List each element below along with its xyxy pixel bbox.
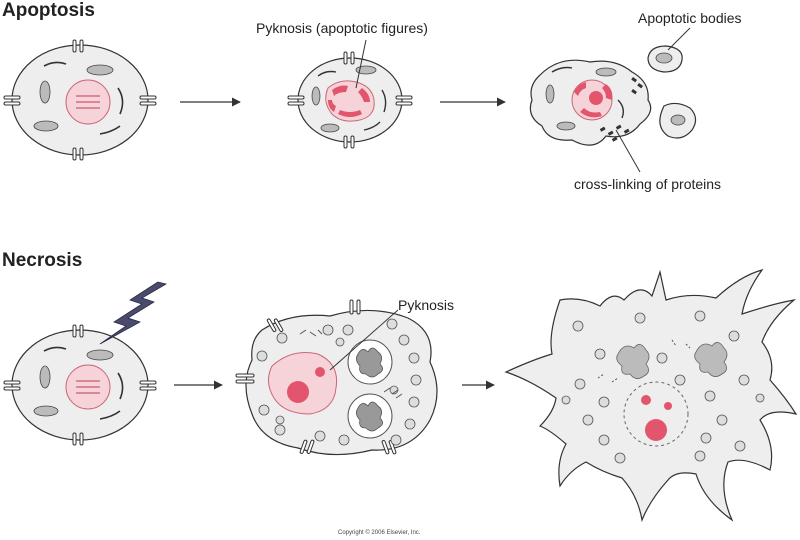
membrane-channel bbox=[72, 324, 84, 338]
leader-pyknosis-apoptotic bbox=[355, 39, 367, 89]
vesicles bbox=[561, 310, 765, 464]
chromatin-clump bbox=[602, 84, 613, 100]
membrane-channel bbox=[3, 95, 21, 106]
chromatin-clump bbox=[338, 110, 362, 117]
heading-apoptosis: Apoptosis bbox=[2, 0, 95, 21]
membrane-channel bbox=[395, 95, 413, 106]
endoplasmic-reticulum bbox=[381, 89, 387, 113]
swollen-cell bbox=[235, 299, 438, 456]
normal-cell-apoptosis bbox=[3, 39, 157, 161]
karyolytic-nucleus bbox=[623, 381, 689, 447]
membrane-channel bbox=[299, 439, 315, 454]
membrane-channel bbox=[3, 380, 21, 391]
nuclear-fragment bbox=[641, 395, 651, 405]
apoptotic-body bbox=[659, 102, 697, 139]
shrunken-cell bbox=[287, 51, 413, 149]
leader-pyknosis-necrotic bbox=[329, 309, 399, 371]
membrane-channel bbox=[349, 299, 361, 315]
copyright-notice: Copyright © 2006 Elsevier, Inc. bbox=[338, 530, 421, 536]
ruptured-cell bbox=[504, 268, 798, 523]
endoplasmic-reticulum bbox=[99, 410, 121, 420]
leader-cross-linking bbox=[615, 129, 641, 173]
mitochondrion bbox=[39, 365, 51, 389]
leader-apoptotic-bodies bbox=[667, 27, 691, 51]
membrane-channel bbox=[343, 135, 355, 149]
endoplasmic-reticulum bbox=[99, 125, 121, 135]
chromatin-clump bbox=[332, 85, 348, 96]
swollen-mitochondrion bbox=[347, 339, 393, 385]
membrane-channel bbox=[343, 51, 355, 65]
membrane-channel bbox=[72, 39, 84, 53]
fragmenting-cell bbox=[529, 59, 652, 146]
mitochondrion bbox=[545, 84, 555, 104]
endoplasmic-reticulum bbox=[317, 70, 337, 77]
mitochondrion bbox=[33, 405, 59, 417]
endoplasmic-reticulum bbox=[617, 99, 625, 119]
membrane-channel bbox=[139, 380, 157, 391]
endoplasmic-reticulum bbox=[43, 61, 67, 67]
normal-cell-necrosis bbox=[3, 324, 157, 446]
endoplasmic-reticulum bbox=[551, 66, 573, 73]
apoptotic-body bbox=[647, 45, 683, 73]
nuclear-fragment bbox=[645, 419, 667, 441]
membrane-channel bbox=[381, 440, 397, 455]
membrane-channel bbox=[139, 95, 157, 106]
mitochondrion bbox=[595, 67, 617, 77]
endoplasmic-reticulum bbox=[117, 372, 124, 400]
label-apoptotic-bodies: Apoptotic bodies bbox=[638, 10, 742, 26]
chromatin-clump bbox=[574, 82, 586, 96]
lightning-icon bbox=[99, 281, 168, 345]
degraded-mitochondrion bbox=[694, 342, 728, 377]
vesicles bbox=[256, 318, 422, 446]
membrane-channel bbox=[235, 373, 255, 384]
condensed-chromatin bbox=[287, 381, 309, 403]
label-pyknosis-apoptotic-figures: Pyknosis (apoptotic figures) bbox=[256, 20, 428, 36]
chromatin-clump bbox=[328, 100, 336, 112]
membrane-channel bbox=[266, 318, 284, 333]
mitochondrion bbox=[311, 86, 321, 106]
chromatin-clump bbox=[358, 88, 370, 102]
nuclear-fragment bbox=[664, 402, 672, 410]
heading-necrosis: Necrosis bbox=[2, 250, 83, 271]
mitochondrion bbox=[33, 120, 59, 132]
condensed-chromatin bbox=[315, 367, 325, 377]
membrane-channel bbox=[72, 432, 84, 446]
mitochondrion bbox=[86, 64, 114, 76]
swollen-mitochondrion bbox=[347, 393, 393, 439]
endoplasmic-reticulum bbox=[43, 346, 67, 352]
mitochondrion bbox=[556, 121, 576, 131]
cross-linked-proteins bbox=[599, 77, 644, 142]
label-cross-linking-of-proteins: cross-linking of proteins bbox=[574, 176, 722, 192]
chromatin-clump bbox=[580, 108, 602, 118]
label-pyknosis-necrotic: Pyknosis bbox=[398, 297, 455, 313]
endoplasmic-reticulum bbox=[363, 121, 381, 131]
mitochondrion bbox=[355, 65, 377, 75]
membrane-channel bbox=[287, 95, 305, 106]
membrane-channel bbox=[72, 147, 84, 161]
degraded-mitochondrion bbox=[616, 344, 650, 379]
mitochondrion bbox=[320, 123, 340, 133]
endoplasmic-reticulum bbox=[117, 87, 124, 115]
nuclear-fragment bbox=[589, 91, 603, 105]
mitochondrion bbox=[39, 80, 51, 104]
mitochondrion bbox=[86, 349, 114, 361]
